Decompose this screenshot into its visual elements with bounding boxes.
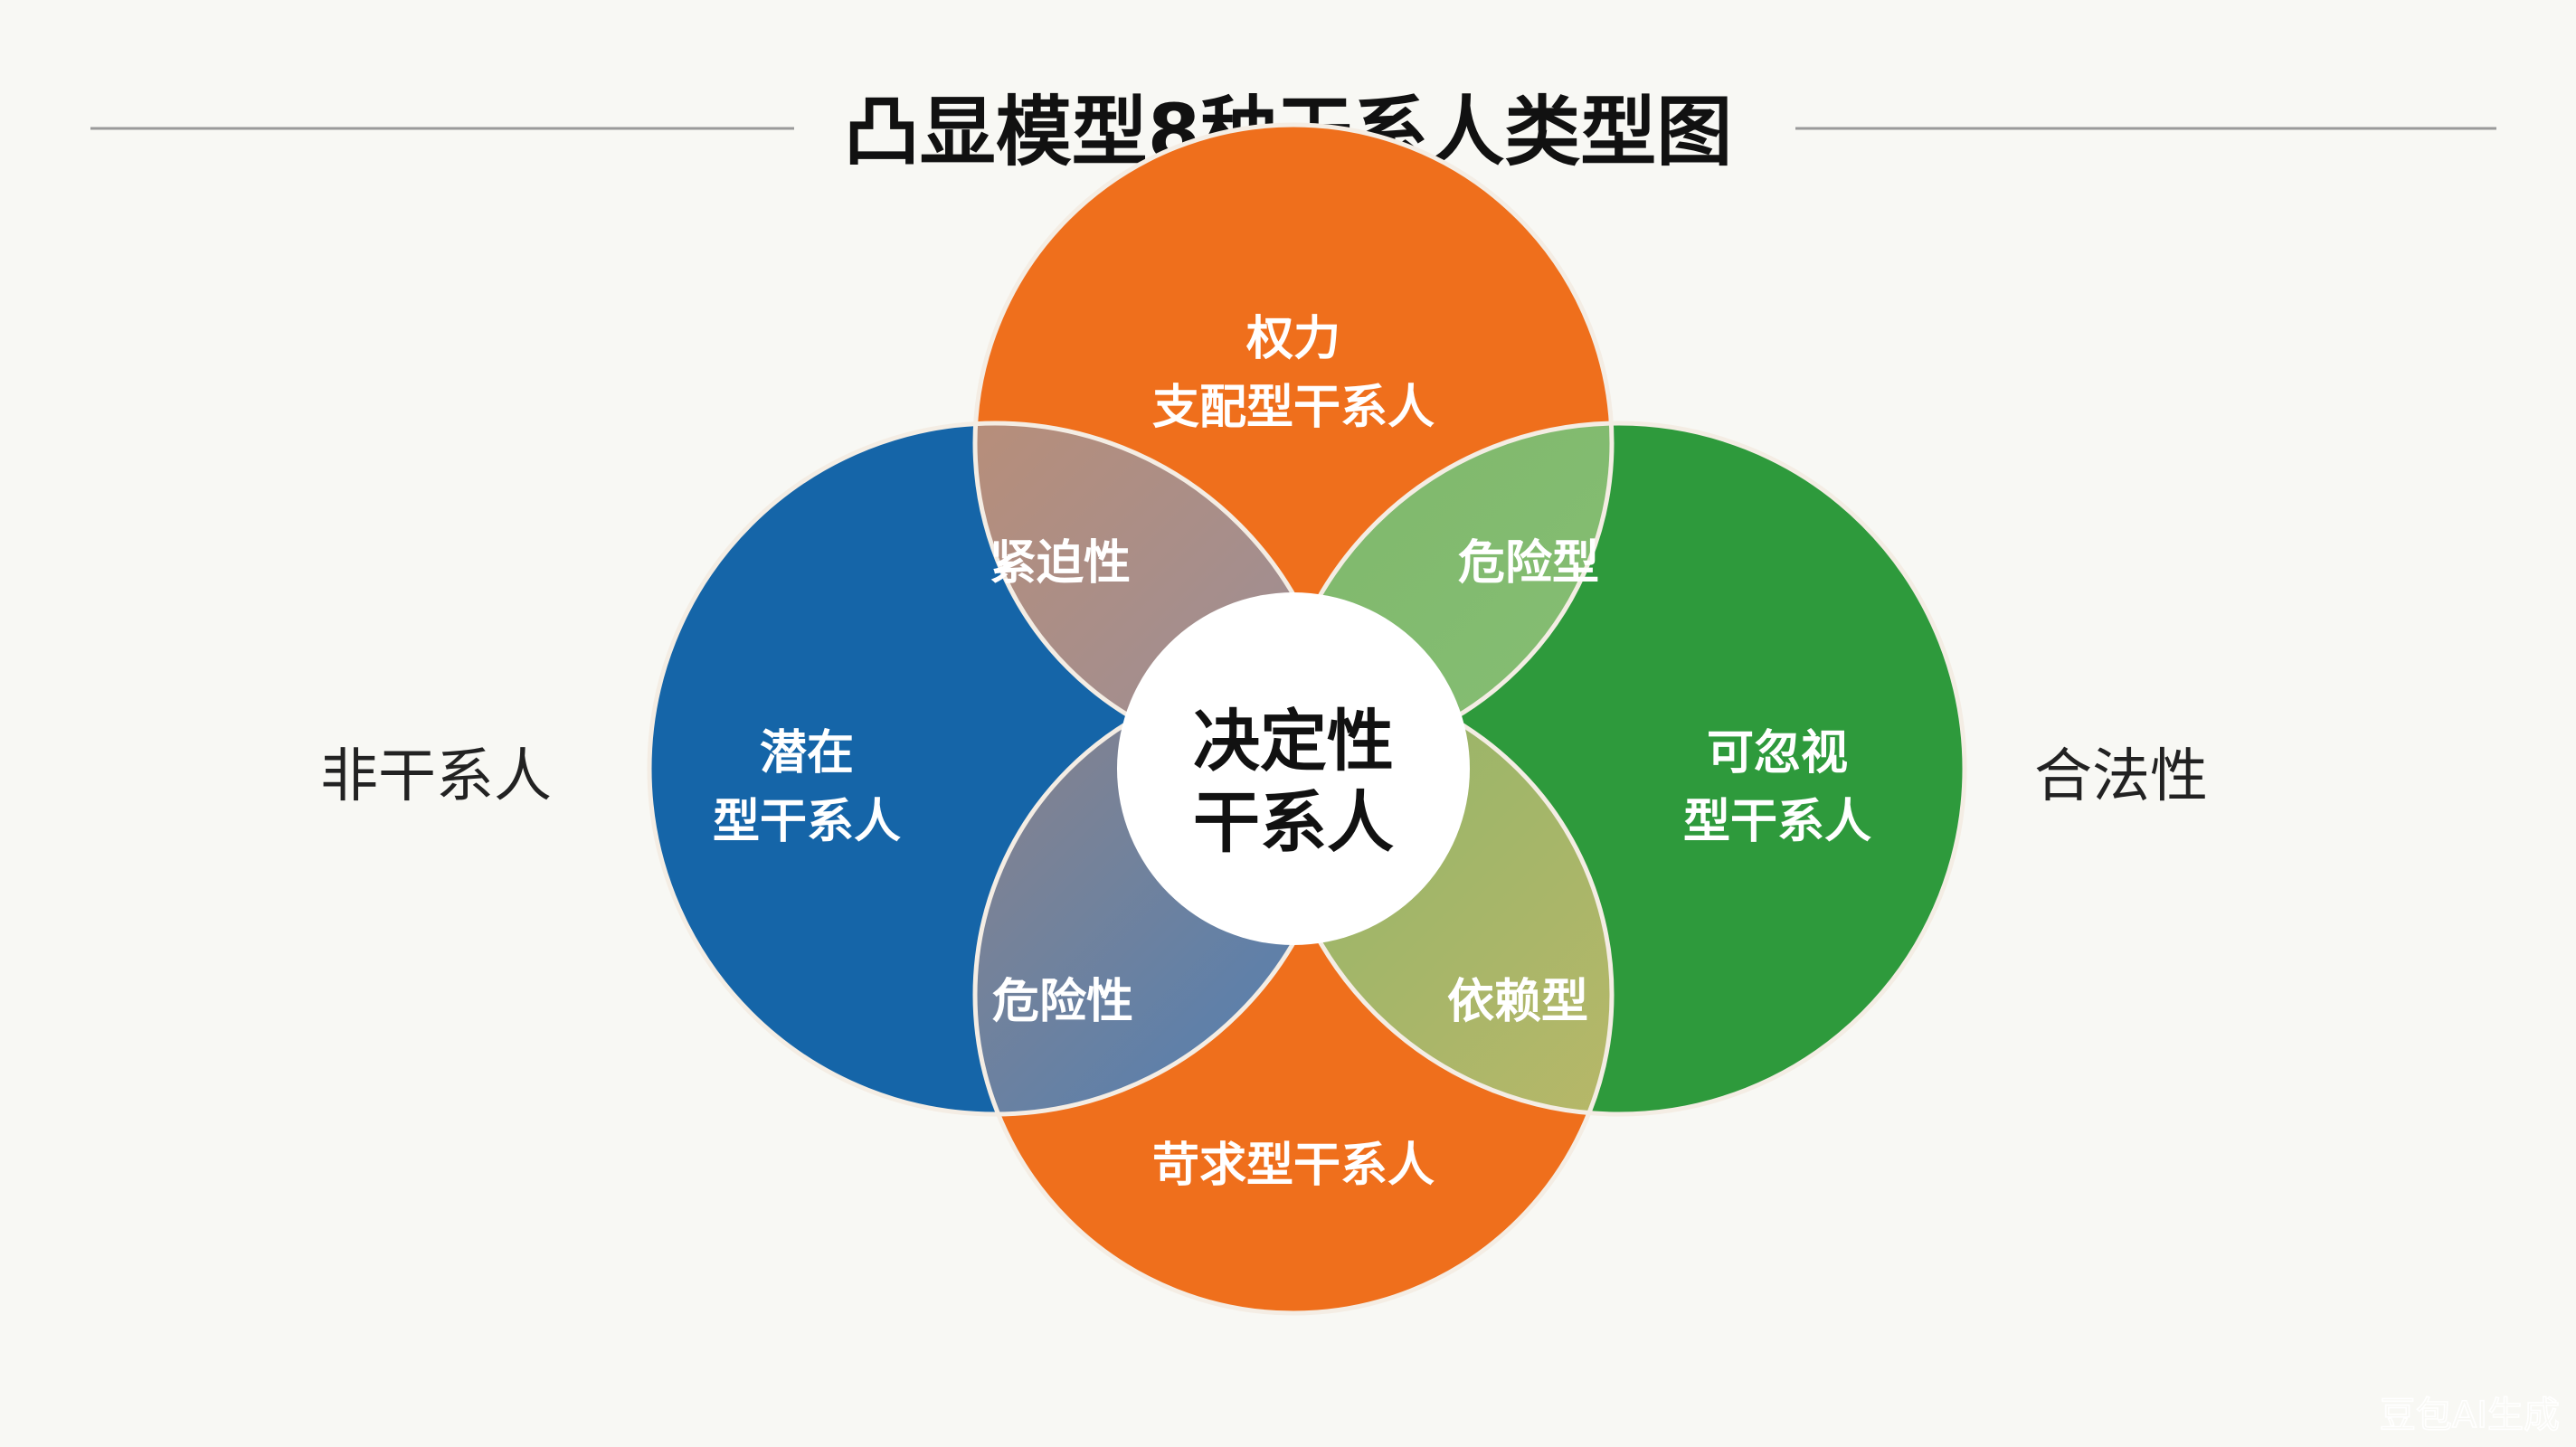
overlap-top-left (975, 423, 1340, 761)
overlap-label-bottom-left: 危险性 (992, 975, 1133, 1029)
center-label-line2: 干系人 (1193, 784, 1394, 862)
power-label-line1: 权力 (1245, 312, 1340, 366)
overlap-label-bottom-right: 依赖型 (1447, 975, 1588, 1029)
power-label-line2: 支配型干系人 (1152, 381, 1435, 435)
overlap-top-right (1274, 423, 1612, 761)
discretionary-label-line2: 型干系人 (1683, 795, 1871, 849)
dormant-label-line1: 潜在 (760, 726, 854, 780)
center-label-line1: 决定性 (1193, 703, 1394, 780)
overlap-label-top-right: 危险型 (1458, 536, 1599, 591)
side-label-left: 非干系人 (320, 743, 552, 810)
overlap-label-top-left: 紧迫性 (990, 536, 1131, 591)
demanding-label: 苛求型干系人 (1152, 1139, 1435, 1193)
overlap-bottom-right (1274, 676, 1612, 1114)
dormant-label-line2: 型干系人 (713, 795, 901, 849)
discretionary-label-line1: 可忽视 (1707, 726, 1848, 780)
center-disc (1117, 592, 1470, 945)
watermark: 豆包AI生成 (2380, 1395, 2560, 1436)
side-label-right: 合法性 (2034, 743, 2208, 810)
